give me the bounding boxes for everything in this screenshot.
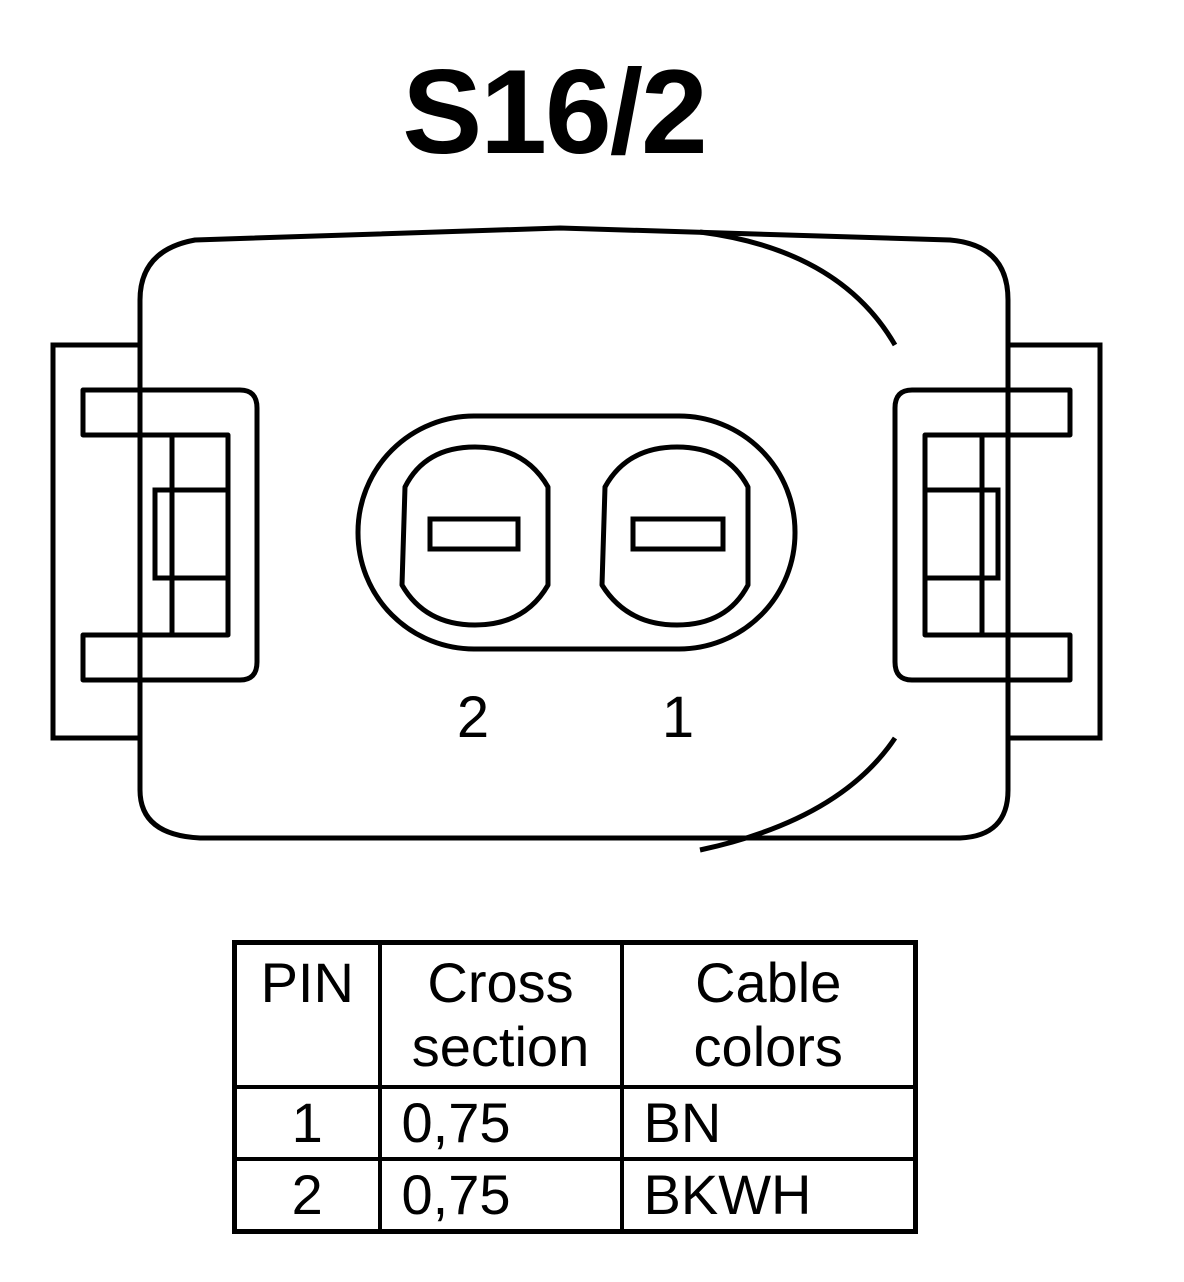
header-pin: PIN bbox=[232, 940, 382, 1089]
right-latch-block bbox=[922, 487, 1001, 581]
left-outer-tab bbox=[50, 342, 140, 741]
cell-cable-color: BKWH bbox=[619, 1156, 918, 1233]
pin-label-1: 1 bbox=[662, 685, 694, 750]
table-row: 1 0,75 BN bbox=[232, 1084, 918, 1161]
pin-1-cavity bbox=[599, 444, 751, 628]
cell-pin: 1 bbox=[232, 1084, 382, 1161]
connector-diagram: 2 1 bbox=[50, 225, 1103, 853]
pin-2-cavity bbox=[399, 444, 551, 628]
left-latch bbox=[80, 387, 260, 683]
housing-chamfer-bottom bbox=[699, 736, 898, 853]
table-header-row: PIN Cross section Cable colors bbox=[232, 940, 918, 1089]
cell-cable-color: BN bbox=[619, 1084, 918, 1161]
connector-title: S16/2 bbox=[402, 45, 708, 179]
pin-1-terminal bbox=[630, 516, 726, 552]
cell-pin: 2 bbox=[232, 1156, 382, 1233]
cell-cross-section: 0,75 bbox=[377, 1084, 624, 1161]
header-cross-section: Cross section bbox=[377, 940, 624, 1089]
header-cable-colors: Cable colors bbox=[619, 940, 918, 1089]
left-latch-block bbox=[152, 487, 231, 581]
right-outer-tab bbox=[1008, 342, 1103, 741]
pin-label-2: 2 bbox=[457, 685, 489, 750]
cell-cross-section: 0,75 bbox=[377, 1156, 624, 1233]
connector-housing bbox=[137, 225, 1011, 841]
right-latch bbox=[892, 387, 1073, 683]
pin-2-terminal bbox=[427, 516, 521, 552]
socket-oval bbox=[355, 413, 798, 652]
pin-assignment-table: PIN Cross section Cable colors 1 0,75 BN… bbox=[232, 940, 918, 1234]
housing-chamfer-top bbox=[699, 229, 898, 347]
table-row: 2 0,75 BKWH bbox=[232, 1156, 918, 1233]
